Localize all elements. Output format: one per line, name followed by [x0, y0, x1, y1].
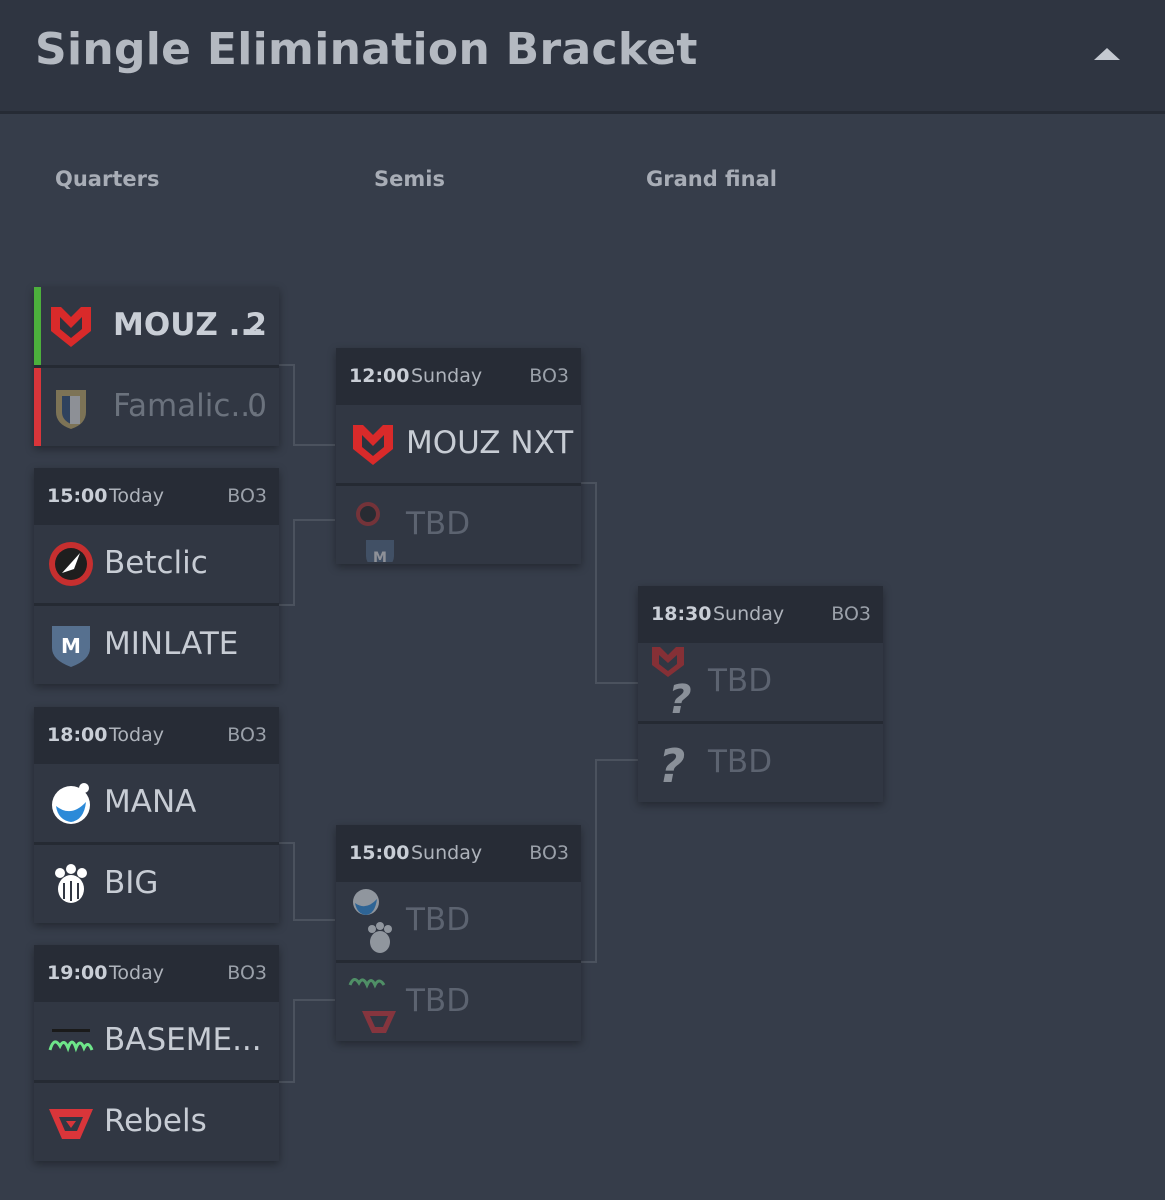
betclic-apogee-logo-icon: [49, 542, 93, 586]
team-row-minlate[interactable]: M MINLATE: [34, 603, 279, 684]
svg-text:?: ?: [659, 739, 686, 788]
team-row-mouz[interactable]: MOUZ ... 2: [34, 287, 279, 365]
team-name: TBD: [406, 506, 471, 542]
winner-indicator: [34, 287, 41, 365]
team-name: MOUZ ...: [113, 307, 264, 343]
team-name: MOUZ NXT: [406, 425, 574, 461]
match-format: BO3: [529, 365, 569, 387]
round-label-grand-final: Grand final: [646, 167, 777, 191]
team-row-rebels[interactable]: Rebels: [34, 1080, 279, 1161]
match-header: 15:00 Sunday BO3: [336, 825, 581, 882]
team-name: BIG: [104, 865, 159, 901]
match-day: Today: [109, 724, 164, 746]
team-row-betclic[interactable]: Betclic: [34, 525, 279, 603]
team-row-tbd[interactable]: ? TBD: [638, 643, 883, 721]
match-day: Today: [109, 485, 164, 507]
minlate-logo-icon: M: [52, 626, 90, 667]
team-row-big[interactable]: BIG: [34, 842, 279, 923]
page-title: Single Elimination Bracket: [35, 24, 698, 75]
match-format: BO3: [227, 724, 267, 746]
betclic-minlate-logo-icon: M: [356, 502, 394, 562]
match-format: BO3: [227, 962, 267, 984]
basement-boys-logo-icon: [48, 1029, 94, 1053]
match-card-quarter-2[interactable]: 15:00 Today BO3 Betclic M MINLATE: [34, 468, 279, 684]
team-row-tbd[interactable]: M TBD: [336, 483, 581, 564]
round-label-semis: Semis: [374, 167, 445, 191]
match-day: Sunday: [411, 842, 483, 864]
match-header: 18:30 Sunday BO3: [638, 586, 883, 643]
match-card-quarter-1[interactable]: MOUZ ... 2 Famalic... 0: [34, 287, 279, 446]
team-score: 0: [247, 388, 267, 424]
match-day: Sunday: [411, 365, 483, 387]
match-header: 19:00 Today BO3: [34, 945, 279, 1002]
big-logo-icon: [55, 864, 87, 903]
team-row-mana[interactable]: MANA: [34, 764, 279, 842]
match-format: BO3: [831, 603, 871, 625]
match-header: 12:00 Sunday BO3: [336, 348, 581, 405]
team-row-famalicao[interactable]: Famalic... 0: [34, 365, 279, 446]
mouz-logo-icon: [353, 425, 393, 465]
famalicao-logo-icon: [56, 390, 86, 429]
match-format: BO3: [529, 842, 569, 864]
match-header: 18:00 Today BO3: [34, 707, 279, 764]
match-day: Today: [109, 962, 164, 984]
team-name: TBD: [406, 983, 471, 1019]
svg-text:M: M: [61, 634, 81, 658]
svg-text:?: ?: [668, 677, 691, 719]
match-time: 15:00: [349, 842, 410, 864]
match-time: 18:00: [47, 724, 108, 746]
match-card-semi-1[interactable]: 12:00 Sunday BO3 MOUZ NXT M TBD: [336, 348, 581, 564]
mouz-unknown-logo-icon: ?: [652, 647, 692, 719]
team-row-tbd[interactable]: TBD: [336, 882, 581, 960]
match-card-semi-2[interactable]: 15:00 Sunday BO3 TBD TBD: [336, 825, 581, 1041]
match-format: BO3: [227, 485, 267, 507]
mouz-logo-icon: [51, 307, 91, 347]
chevron-up-icon[interactable]: [1092, 44, 1122, 64]
match-card-quarter-3[interactable]: 18:00 Today BO3 MANA BIG: [34, 707, 279, 923]
team-score: 2: [245, 307, 267, 343]
team-row-mouz-nxt[interactable]: MOUZ NXT: [336, 405, 581, 483]
team-name: Betclic: [104, 545, 208, 581]
team-name: TBD: [708, 663, 773, 699]
team-row-basement-boys[interactable]: BASEME...: [34, 1002, 279, 1080]
match-time: 15:00: [47, 485, 108, 507]
match-header: 15:00 Today BO3: [34, 468, 279, 525]
svg-text:M: M: [373, 550, 387, 562]
team-row-tbd[interactable]: ? TBD: [638, 721, 883, 802]
match-card-quarter-4[interactable]: 19:00 Today BO3 BASEME... Rebels: [34, 945, 279, 1161]
match-time: 12:00: [349, 365, 410, 387]
round-label-quarters: Quarters: [55, 167, 160, 191]
match-time: 19:00: [47, 962, 108, 984]
team-name: Famalic...: [113, 388, 261, 424]
unknown-logo-icon: ?: [659, 739, 686, 788]
team-name: MANA: [104, 784, 197, 820]
match-time: 18:30: [651, 603, 712, 625]
rebels-logo-icon: [49, 1109, 93, 1139]
mana-big-logo-icon: [353, 889, 392, 953]
team-row-tbd[interactable]: TBD: [336, 960, 581, 1041]
team-name: MINLATE: [104, 626, 239, 662]
team-name: Rebels: [104, 1103, 207, 1139]
team-name: TBD: [406, 902, 471, 938]
team-name: TBD: [708, 744, 773, 780]
match-card-grand-final[interactable]: 18:30 Sunday BO3 ? TBD ? TBD: [638, 586, 883, 802]
basement-rebels-logo-icon: [348, 978, 396, 1033]
loser-indicator: [34, 368, 41, 446]
team-name: BASEME...: [104, 1022, 262, 1058]
mana-logo-icon: [52, 783, 90, 824]
match-day: Sunday: [713, 603, 785, 625]
bracket-header: Single Elimination Bracket: [0, 0, 1165, 114]
